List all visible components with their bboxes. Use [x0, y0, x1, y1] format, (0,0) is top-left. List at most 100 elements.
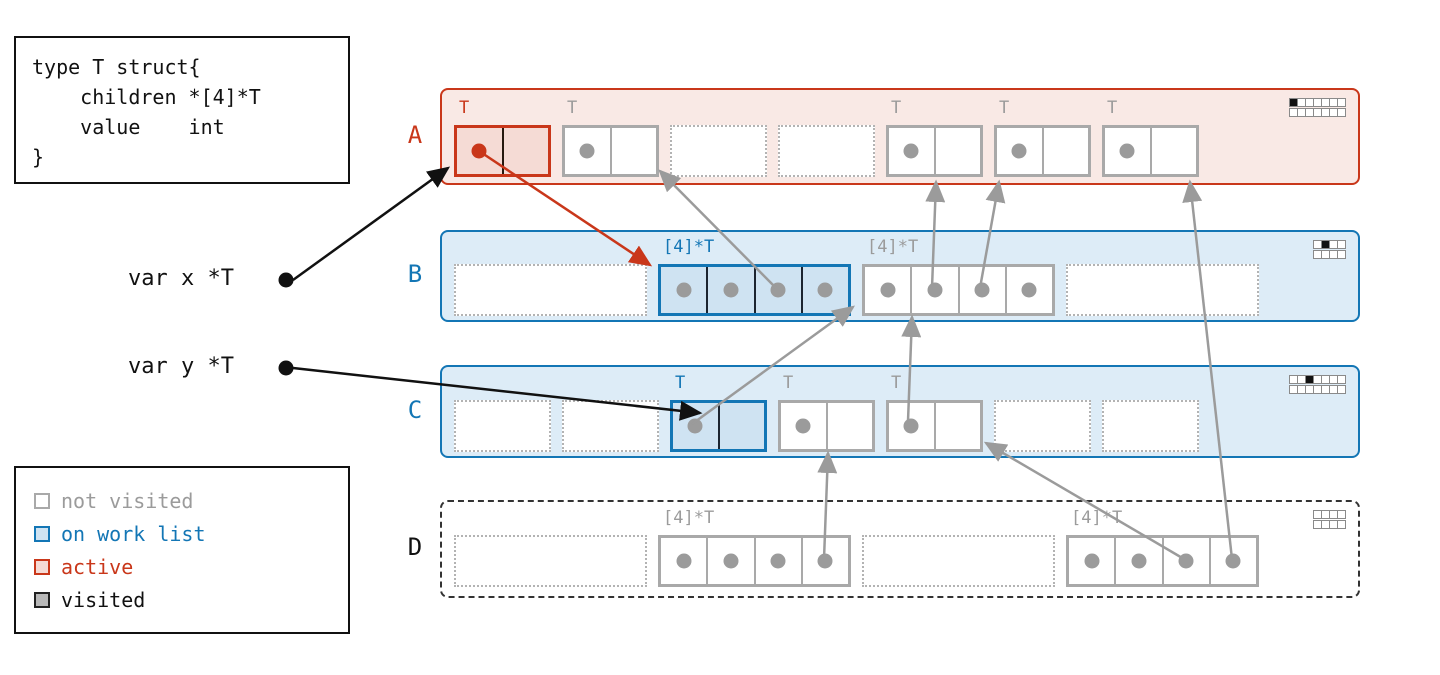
legend-label: active — [61, 554, 134, 579]
array-object-not-visited — [862, 264, 1055, 316]
not-visited-swatch-icon — [34, 492, 50, 509]
type-definition-code: type T struct{ children *[4]*T value int… — [32, 55, 261, 169]
object-type-label: T — [891, 98, 902, 118]
pointer-dot — [1011, 143, 1027, 159]
pointer-dot — [817, 282, 833, 298]
object-type-label: T — [783, 373, 794, 393]
region-name-c: C — [407, 395, 423, 424]
object-type-label: T — [1107, 98, 1118, 118]
legend-label: on work list — [61, 521, 206, 546]
object-type-label: T — [567, 98, 578, 118]
free-slot — [454, 535, 647, 587]
region-name-a: A — [407, 120, 423, 149]
t-object-not-visited — [994, 125, 1091, 177]
object-cell — [612, 128, 657, 174]
object-type-label: [4]*T — [663, 508, 715, 528]
free-slot — [778, 125, 875, 177]
pointer-dot — [927, 282, 943, 298]
object-type-label: [4]*T — [867, 237, 919, 257]
object-cell — [936, 403, 981, 449]
pointer-dot — [471, 143, 487, 159]
t-object-active — [454, 125, 551, 177]
object-cell — [803, 267, 848, 313]
object-cell — [1069, 538, 1117, 584]
object-type-label: T — [999, 98, 1010, 118]
object-cell — [565, 128, 612, 174]
object-cell — [960, 267, 1007, 313]
t-object-work-list — [670, 400, 767, 452]
object-cell — [828, 403, 873, 449]
t-object-not-visited — [1102, 125, 1199, 177]
object-cell — [708, 538, 756, 584]
mark-bitmap-icon — [1313, 510, 1346, 530]
work-list-swatch-icon — [34, 525, 50, 542]
visited-swatch-icon — [34, 591, 50, 608]
region-name-d: D — [407, 533, 423, 561]
heap-region-d: [4]*T [4]*T — [440, 500, 1360, 598]
pointer-dot — [770, 282, 786, 298]
var-x-label: var x *T — [128, 266, 234, 291]
mark-bitmap-icon — [1289, 375, 1346, 395]
object-type-label: [4]*T — [1071, 508, 1123, 528]
object-cell — [1105, 128, 1152, 174]
pointer-dot — [676, 553, 692, 569]
pointer-dot — [1084, 553, 1100, 569]
object-cell — [661, 267, 709, 313]
array-object-not-visited — [658, 535, 851, 587]
object-type-label: [4]*T — [663, 237, 715, 257]
object-cell — [889, 403, 936, 449]
free-slot — [454, 400, 551, 452]
object-cell — [673, 403, 720, 449]
free-slot — [670, 125, 767, 177]
pointer-dot — [903, 418, 919, 434]
array-object-work-list — [658, 264, 851, 316]
legend-item-not-visited: not visited — [34, 489, 348, 513]
var-y-label: var y *T — [128, 354, 234, 379]
free-slot — [454, 264, 647, 316]
pointer-dot — [1131, 553, 1147, 569]
pointer-dot — [1178, 553, 1194, 569]
t-object-not-visited — [886, 125, 983, 177]
active-swatch-icon — [34, 558, 50, 575]
free-slot — [1066, 264, 1259, 316]
object-cell — [1164, 538, 1211, 584]
pointer-dot — [687, 418, 703, 434]
object-cell — [936, 128, 981, 174]
t-object-not-visited — [886, 400, 983, 452]
object-cell — [1211, 538, 1256, 584]
var-x-dot — [278, 272, 294, 288]
heap-region-b: [4]*T [4]*T — [440, 230, 1360, 322]
object-cell — [1152, 128, 1197, 174]
legend-item-visited: visited — [34, 588, 348, 612]
object-cell — [997, 128, 1044, 174]
object-type-label: T — [675, 373, 686, 393]
object-cell — [781, 403, 828, 449]
t-object-not-visited — [778, 400, 875, 452]
pointer-dot — [579, 143, 595, 159]
free-slot — [1102, 400, 1199, 452]
object-cell — [756, 538, 803, 584]
object-cell — [912, 267, 960, 313]
object-cell — [1007, 267, 1052, 313]
free-slot — [862, 535, 1055, 587]
pointer-dot — [1225, 553, 1241, 569]
pointer-dot — [723, 553, 739, 569]
object-type-label: T — [459, 98, 470, 118]
pointer-dot — [676, 282, 692, 298]
object-cell — [457, 128, 504, 174]
legend-label: not visited — [61, 488, 194, 513]
pointer-dot — [795, 418, 811, 434]
pointer-dot — [1021, 282, 1037, 298]
object-type-label: T — [891, 373, 902, 393]
object-cell — [720, 403, 765, 449]
object-cell — [708, 267, 756, 313]
pointer-dot — [1119, 143, 1135, 159]
object-cell — [865, 267, 913, 313]
pointer-dot — [770, 553, 786, 569]
free-slot — [562, 400, 659, 452]
legend-label: visited — [61, 587, 146, 612]
t-object-not-visited — [562, 125, 659, 177]
region-name-b: B — [407, 260, 423, 288]
